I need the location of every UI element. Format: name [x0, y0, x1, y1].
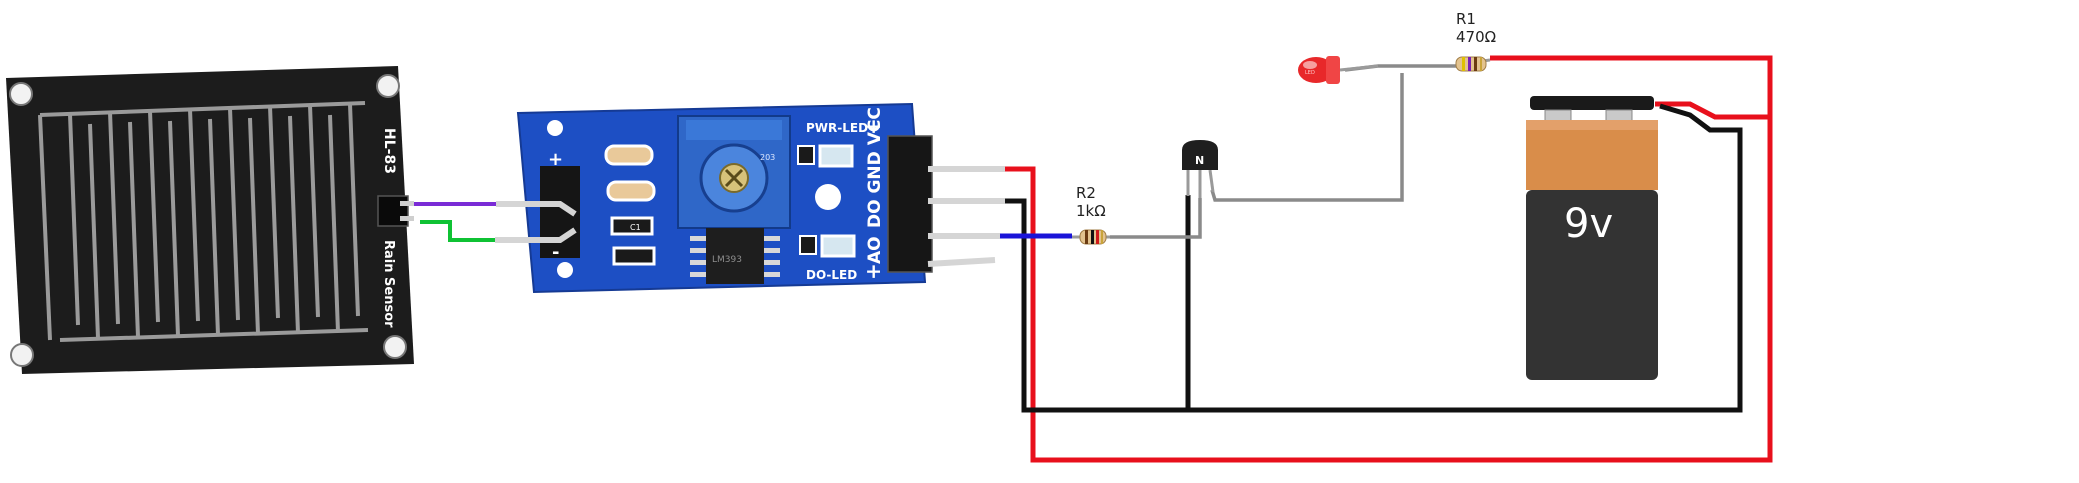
- potentiometer-label: 203: [760, 153, 775, 162]
- resistor-r2-name: R2: [1076, 184, 1096, 202]
- do-led-label: DO-LED: [806, 268, 857, 282]
- output-header: [887, 135, 933, 273]
- header-pin: [495, 227, 577, 243]
- wires: [410, 55, 1773, 463]
- battery-cap: [1530, 96, 1654, 110]
- do-led: [820, 234, 856, 258]
- battery-body: [1526, 190, 1658, 380]
- pin-gnd-plus: +: [861, 263, 885, 280]
- sensor-connector: [377, 195, 409, 227]
- module-c1-label: C1: [630, 223, 641, 232]
- pwr-led: [818, 144, 854, 168]
- battery-9v: 9v: [1526, 96, 1658, 380]
- sensor-pin: [400, 201, 414, 206]
- mount-hole: [376, 74, 400, 98]
- pcb-hole: [557, 262, 573, 278]
- smd-resistor: [604, 144, 654, 166]
- wire-red-vcc-loop: [1005, 55, 1773, 463]
- sensor-module: + - C1 203 LM393: [495, 102, 1005, 294]
- transistor-type-label: N: [1195, 154, 1204, 167]
- mount-hole: [9, 82, 33, 106]
- sensor-traces: [38, 101, 369, 342]
- header-pin: [496, 201, 577, 217]
- wire-grey-base: [1110, 198, 1202, 239]
- pin-vcc-plus: +: [861, 118, 885, 135]
- smd-capacitor: [612, 246, 656, 266]
- wire-green-sensor: [420, 220, 495, 242]
- pin-label-ao: AO: [865, 236, 885, 264]
- led-rim: [1326, 56, 1340, 84]
- mount-hole: [383, 335, 407, 359]
- pcb-hole: [815, 184, 841, 210]
- resistor-r1-name: R1: [1456, 10, 1476, 28]
- battery-top-band: [1526, 120, 1658, 190]
- pin-labels-top: DO GND VCC: [865, 107, 885, 228]
- pwr-led-label: PWR-LED: [806, 121, 868, 135]
- led-type-label: LED: [1305, 70, 1315, 76]
- module-minus-label: -: [552, 242, 559, 263]
- comparator-chip: [706, 228, 764, 284]
- resistor-r1: R1 470Ω: [1455, 10, 1496, 72]
- smd-resistor: [797, 145, 815, 165]
- mount-hole: [10, 343, 34, 367]
- wire-grey-collector: [1210, 73, 1404, 202]
- module-plus-label: +: [548, 149, 563, 170]
- rain-sensor: HL-83 Rain Sensor: [6, 66, 414, 374]
- sensor-name-label: Rain Sensor: [381, 240, 396, 328]
- chip-pins: [690, 236, 780, 277]
- smd-capacitor: [610, 216, 654, 236]
- sensor-model-label: HL-83: [381, 128, 397, 174]
- red-led: LED: [1298, 56, 1379, 84]
- chip-label: LM393: [712, 255, 742, 265]
- potentiometer-top: [686, 120, 782, 140]
- npn-transistor: N: [1182, 140, 1218, 198]
- battery-voltage-label: 9v: [1564, 201, 1613, 247]
- sensor-pin: [400, 216, 414, 221]
- resistor-r2-value: 1kΩ: [1076, 202, 1106, 220]
- smd-resistor: [799, 235, 817, 255]
- header-pins: [927, 166, 1005, 267]
- smd-resistor: [606, 180, 656, 202]
- wire-red-battery-plus: [1655, 101, 1770, 120]
- resistor-r2: R2 1kΩ: [1072, 184, 1110, 245]
- pcb-hole: [547, 120, 563, 136]
- resistor-r1-value: 470Ω: [1456, 28, 1496, 46]
